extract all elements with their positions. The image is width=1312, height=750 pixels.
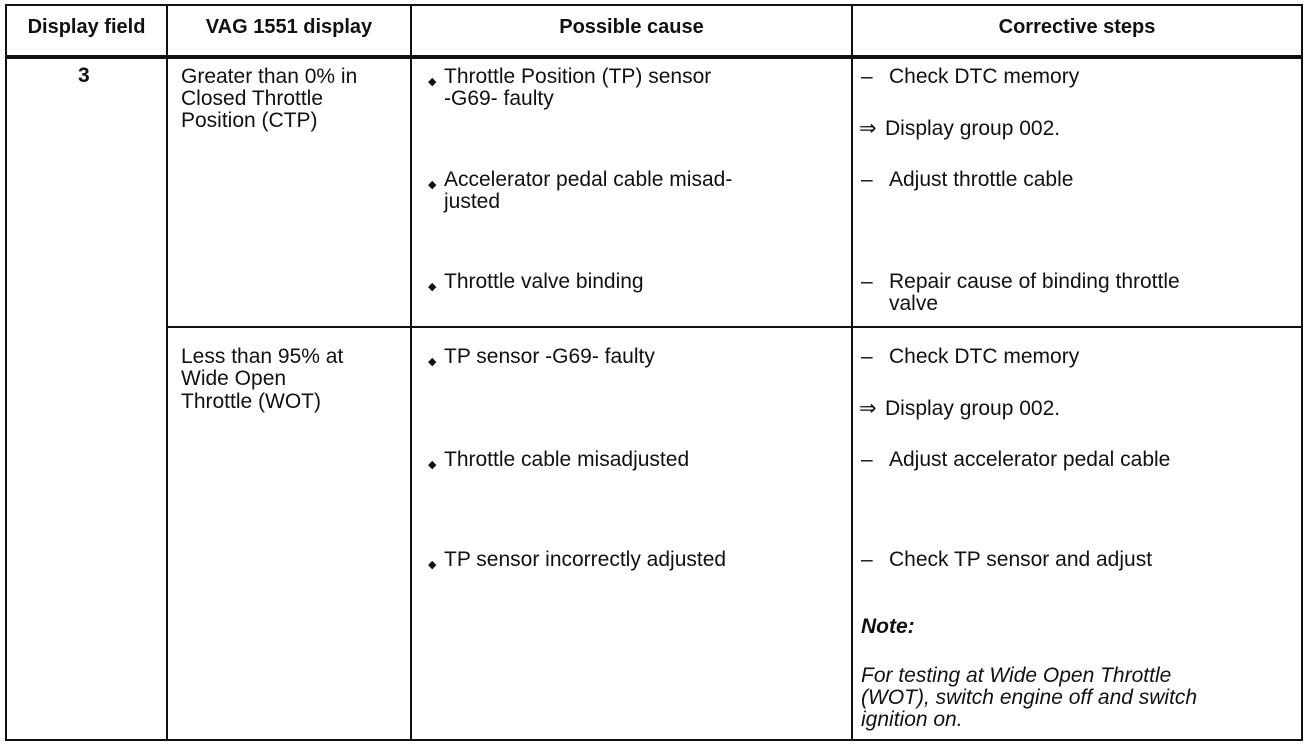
header-corrective-steps: Corrective steps — [998, 15, 1156, 38]
row2-step1-dash: – — [861, 345, 873, 368]
row-separator — [166, 326, 1303, 328]
note-line2: (WOT), switch engine off and switch — [861, 686, 1198, 709]
row1-step3-dash: – — [861, 168, 873, 191]
row2-cause2-line1: Throttle cable misadjusted — [428, 449, 689, 477]
row1-step2-arrow-icon: ⇒ — [859, 117, 877, 140]
display-field-number: 3 — [78, 64, 90, 87]
row2-cause1-line1: TP sensor -G69- faulty — [428, 346, 655, 374]
header-display-field: Display field — [27, 15, 146, 38]
note-line3: ignition on. — [861, 708, 963, 731]
row1-display-line2: Closed Throttle — [181, 87, 324, 110]
row2-step4-dash: – — [861, 548, 873, 571]
row1-step4-line2: valve — [889, 292, 939, 315]
col-divider-1 — [166, 4, 168, 741]
col-divider-3 — [851, 4, 853, 741]
header-possible-cause: Possible cause — [559, 15, 704, 38]
row2-step3-dash: – — [861, 448, 873, 471]
row2-display-line1: Less than 95% at — [181, 345, 344, 368]
row2-step4-text: Check TP sensor and adjust — [889, 548, 1153, 571]
col-divider-2 — [410, 4, 412, 741]
row1-step2-text: Display group 002. — [885, 117, 1061, 140]
table-frame — [5, 4, 1303, 741]
row1-cause3-line1: Throttle valve binding — [428, 271, 644, 299]
row2-display-line2: Wide Open — [181, 367, 287, 390]
row1-cause1-line1: Throttle Position (TP) sensor — [428, 66, 711, 94]
row2-display-line3: Throttle (WOT) — [181, 390, 321, 413]
row1-step4-line1: Repair cause of binding throttle — [889, 270, 1180, 293]
row2-step1-text: Check DTC memory — [889, 345, 1080, 368]
row1-display-line1: Greater than 0% in — [181, 65, 358, 88]
row2-cause3-line1: TP sensor incorrectly adjusted — [428, 549, 726, 577]
row2-step3-text: Adjust accelerator pedal cable — [889, 448, 1171, 471]
header-vag-display: VAG 1551 display — [205, 15, 373, 38]
note-line1: For testing at Wide Open Throttle — [861, 664, 1172, 687]
row1-cause2-line2: justed — [444, 190, 501, 213]
row1-display-line3: Position (CTP) — [181, 109, 318, 132]
row1-cause2-line1: Accelerator pedal cable misad- — [428, 169, 732, 197]
row1-step4-dash: – — [861, 270, 873, 293]
row2-step2-arrow-icon: ⇒ — [859, 397, 877, 420]
header-rule — [5, 55, 1303, 59]
note-label: Note: — [861, 615, 915, 638]
row1-cause1-line2: -G69- faulty — [444, 87, 554, 110]
row1-step1-dash: – — [861, 65, 873, 88]
row2-step2-text: Display group 002. — [885, 397, 1061, 420]
row1-step1-text: Check DTC memory — [889, 65, 1080, 88]
row1-step3-text: Adjust throttle cable — [889, 168, 1074, 191]
